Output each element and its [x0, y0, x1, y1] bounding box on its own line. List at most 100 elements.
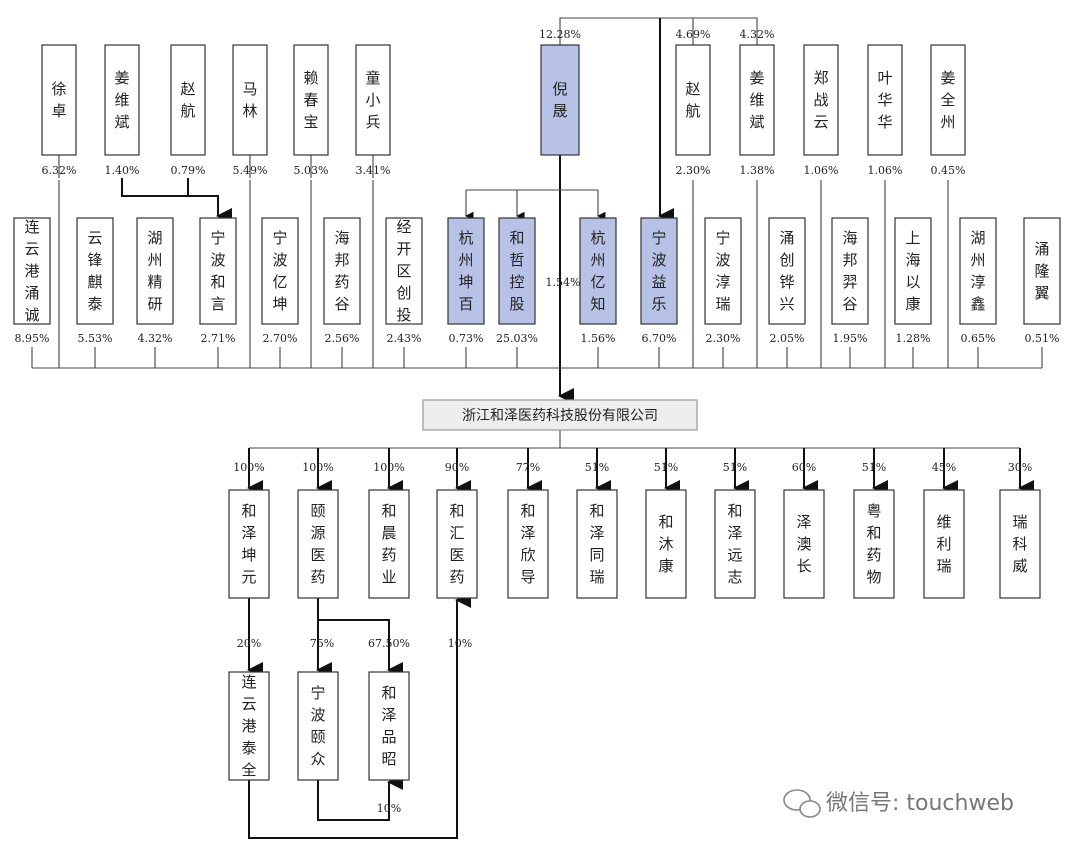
mid-shareholder-6-label: 经开区创投: [396, 218, 411, 324]
top-shareholder-3-frame: [232, 44, 268, 156]
mid-shareholder-11-label: 宁波淳瑞: [715, 229, 730, 313]
subsidiary-11-pct: 30%: [1008, 461, 1032, 474]
top-shareholder-0-label: 徐卓: [51, 80, 66, 120]
subsidiary-5-frame: [576, 489, 618, 599]
jiangweibin-to-yile-pct: 4.32%: [740, 28, 775, 41]
bottom-entity-0-pct: 20%: [237, 637, 261, 650]
bottom-entity-2-label: 和泽品昭: [381, 684, 396, 768]
bottom-entity-2-extra-pct: 10%: [377, 802, 401, 815]
top-shareholder-3: 马林: [232, 44, 268, 156]
top-shareholder-11-frame: [930, 44, 966, 156]
mid-shareholder-11-frame: [704, 217, 742, 325]
mid-shareholder-10-frame: [640, 217, 678, 325]
mid-shareholder-3-frame: [199, 217, 237, 325]
subsidiary-0-frame: [228, 489, 270, 599]
mid-shareholder-13-label: 海邦羿谷: [842, 229, 857, 313]
subsidiary-3: 和汇医药: [436, 489, 478, 599]
top-shareholder-3-label: 马林: [242, 80, 257, 120]
watermark-text: 微信号: touchweb: [826, 791, 1014, 816]
mid-shareholder-1-pct: 5.53%: [78, 332, 113, 345]
mid-shareholder-7: 杭州坤百: [447, 217, 485, 325]
mid-shareholder-10: 宁波益乐: [640, 217, 678, 325]
zhaohang-to-yile-pct: 4.69%: [676, 28, 711, 41]
subsidiary-9-pct: 51%: [862, 461, 886, 474]
mid-shareholder-2-label: 湖州精研: [147, 229, 162, 313]
mid-shareholder-6-frame: [385, 217, 423, 325]
mid-shareholder-14: 上海以康: [894, 217, 932, 325]
mid-shareholder-14-frame: [894, 217, 932, 325]
mid-shareholder-10-pct: 6.70%: [642, 332, 677, 345]
subsidiary-7-label: 和泽远志: [727, 502, 742, 586]
subsidiary-3-pct: 90%: [445, 461, 469, 474]
top-shareholder-11-label: 姜全州: [940, 69, 955, 131]
top-shareholder-2-frame: [170, 44, 206, 156]
top-shareholder-4-pct: 5.03%: [294, 164, 329, 177]
subsidiary-2-label: 和晨药业: [381, 502, 396, 586]
mid-shareholder-11-pct: 2.30%: [706, 332, 741, 345]
bottom-entity-1-pct: 75%: [310, 637, 334, 650]
top-shareholder-8: 姜维斌: [739, 44, 775, 156]
mid-shareholder-5-frame: [323, 217, 361, 325]
subsidiary-10: 维利瑞: [923, 489, 965, 599]
mid-shareholder-12-label: 涌创铧兴: [779, 229, 794, 313]
subsidiary-7-pct: 51%: [723, 461, 747, 474]
mid-shareholder-4: 宁波亿坤: [261, 217, 299, 325]
top-shareholder-4-label: 赖春宝: [303, 69, 318, 131]
subsidiary-5: 和泽同瑞: [576, 489, 618, 599]
mid-shareholder-2: 湖州精研: [136, 217, 174, 325]
subsidiary-9-label: 粤和药物: [866, 502, 881, 586]
subsidiary-6-pct: 51%: [654, 461, 678, 474]
mid-shareholder-12-pct: 2.05%: [770, 332, 805, 345]
mid-shareholder-8-label: 和哲控股: [509, 229, 524, 313]
subsidiary-0: 和泽坤元: [228, 489, 270, 599]
subsidiary-5-label: 和泽同瑞: [589, 502, 604, 586]
subsidiary-1-frame: [297, 489, 339, 599]
bottom-entity-1: 宁波颐众: [297, 671, 339, 781]
bottom-entity-1-label: 宁波颐众: [310, 684, 325, 768]
subsidiary-11-label: 瑞科威: [1012, 513, 1027, 575]
subsidiary-11-frame: [999, 489, 1041, 599]
mid-shareholder-0-frame: [13, 217, 51, 325]
mid-shareholder-8: 和哲控股: [498, 217, 536, 325]
subsidiary-1: 颐源医药: [297, 489, 339, 599]
top-shareholder-4: 赖春宝: [293, 44, 329, 156]
mid-shareholder-16-label: 涌隆翼: [1034, 240, 1049, 302]
subsidiary-10-frame: [923, 489, 965, 599]
watermark: 微信号: touchweb: [783, 789, 1014, 818]
company-name: 浙江和泽医药科技股份有限公司: [462, 408, 658, 424]
mid-shareholder-8-pct: 25.03%: [496, 332, 538, 345]
subsidiary-4-label: 和泽欣导: [520, 502, 535, 586]
top-shareholder-1-frame: [104, 44, 140, 156]
top-shareholder-1-pct: 1.40%: [105, 164, 140, 177]
top-shareholder-10: 叶华华: [867, 44, 903, 156]
mid-shareholder-0-label: 连云港涌诚: [24, 218, 39, 324]
connector-line: [121, 178, 232, 224]
company-box-frame: [422, 399, 698, 431]
mid-shareholder-3: 宁波和言: [199, 217, 237, 325]
top-shareholder-1-label: 姜维斌: [114, 69, 129, 131]
top-shareholder-2: 赵航: [170, 44, 206, 156]
top-shareholder-7-frame: [675, 44, 711, 156]
mid-shareholder-7-pct: 0.73%: [449, 332, 484, 345]
mid-shareholder-1-frame: [76, 217, 114, 325]
subsidiary-1-pct: 100%: [302, 461, 333, 474]
subsidiary-10-label: 维利瑞: [936, 513, 951, 575]
top-shareholder-7-pct: 2.30%: [676, 164, 711, 177]
subsidiary-8: 泽澳长: [783, 489, 825, 599]
mid-shareholder-6: 经开区创投: [385, 217, 423, 325]
top-shareholder-5: 童小兵: [355, 44, 391, 156]
top-shareholder-5-label: 童小兵: [365, 69, 380, 131]
mid-shareholder-12-frame: [768, 217, 806, 325]
mid-shareholder-10-label: 宁波益乐: [651, 229, 666, 313]
subsidiary-2: 和晨药业: [368, 489, 410, 599]
top-shareholder-3-pct: 5.49%: [233, 164, 268, 177]
top-shareholder-10-pct: 1.06%: [868, 164, 903, 177]
mid-shareholder-4-pct: 2.70%: [263, 332, 298, 345]
mid-shareholder-5-label: 海邦药谷: [334, 229, 349, 313]
subsidiary-4-frame: [507, 489, 549, 599]
top-shareholder-2-label: 赵航: [180, 80, 195, 120]
top-shareholder-9: 郑战云: [803, 44, 839, 156]
subsidiary-6-label: 和沐康: [658, 513, 673, 575]
mid-shareholder-14-label: 上海以康: [905, 229, 920, 313]
